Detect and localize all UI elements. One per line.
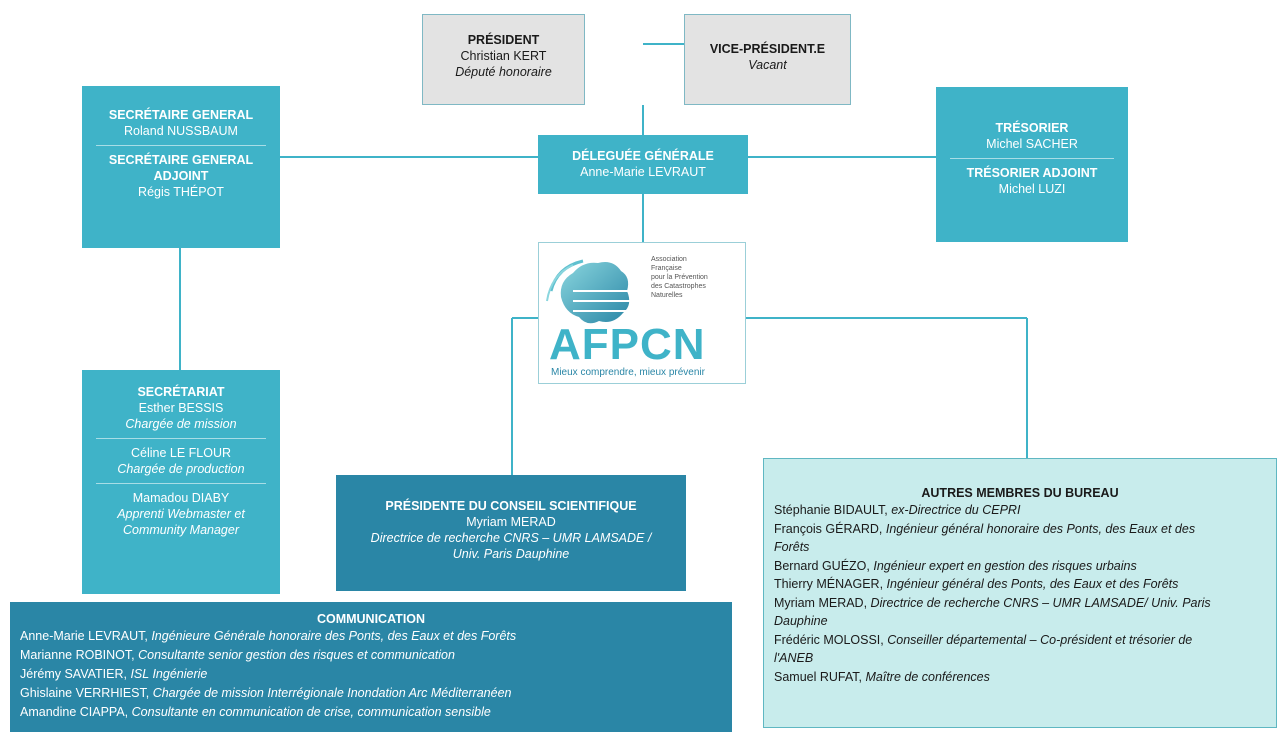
- member-role: Ingénieur général honoraire des Ponts, d…: [885, 521, 1196, 536]
- bureau-line: Stéphanie BIDAULT, ex-Directrice du CEPR…: [774, 501, 1266, 520]
- bureau-line: Samuel RUFAT, Maître de conférences: [774, 668, 1266, 687]
- secretary-name: Roland NUSSBAUM: [124, 124, 238, 138]
- secretariat-member-2-name: Céline LE FLOUR: [130, 446, 232, 460]
- treasurer-name: Michel SACHER: [986, 137, 1078, 151]
- member-role: Maître de conférences: [865, 669, 990, 684]
- member-name: Stéphanie BIDAULT,: [774, 503, 888, 517]
- logo-tagline-1: Association: [651, 256, 687, 263]
- member-role: Forêts: [774, 540, 810, 554]
- communication-member: Ghislaine VERRHIEST, Chargée de mission …: [20, 684, 732, 703]
- communication-member: Amandine CIAPPA, Consultante en communic…: [20, 703, 732, 722]
- member-name: Bernard GUÉZO,: [774, 558, 870, 573]
- secretariat-member-1-role: Chargée de mission: [125, 417, 237, 431]
- secretariat-member-3-role-1: Apprenti Webmaster et: [117, 507, 245, 521]
- scientific-role-2: Univ. Paris Dauphine: [452, 547, 570, 561]
- president-box: PRÉSIDENT Christian KERT Député honorair…: [422, 14, 585, 105]
- treasurer-title: TRÉSORIER: [995, 121, 1069, 135]
- bureau-line: l'ANEB: [774, 649, 1266, 668]
- member-role: l'ANEB: [774, 651, 814, 665]
- member-role: Directrice de recherche CNRS – UMR LAMSA…: [870, 595, 1211, 610]
- secretariat-title: SECRÉTARIAT: [137, 385, 225, 399]
- communication-title: COMMUNICATION: [316, 612, 426, 626]
- communication-member: Marianne ROBINOT, Consultante senior ges…: [20, 646, 732, 665]
- logo-motto: Mieux comprendre, mieux prévenir: [551, 367, 705, 378]
- secretariat-member-1-name: Esther BESSIS: [138, 401, 224, 415]
- secretariat-box: SECRÉTARIAT Esther BESSIS Chargée de mis…: [82, 370, 280, 594]
- bureau-line: Frédéric MOLOSSI, Conseiller département…: [774, 631, 1266, 650]
- president-title: PRÉSIDENT: [467, 33, 540, 47]
- scientific-council-box: PRÉSIDENTE DU CONSEIL SCIENTIFIQUE Myria…: [336, 475, 686, 591]
- secretariat-member-3-name: Mamadou DIABY: [132, 491, 230, 505]
- scientific-role-1: Directrice de recherche CNRS – UMR LAMSA…: [370, 531, 652, 545]
- secretariat-divider-1: [96, 438, 266, 439]
- deputy-treasurer-name: Michel LUZI: [998, 182, 1066, 196]
- logo-tagline-2: Française: [651, 265, 682, 272]
- member-role: Chargée de mission Interrégionale Inonda…: [152, 686, 512, 700]
- member-name: Jérémy SAVATIER,: [20, 667, 127, 681]
- bureau-line: François GÉRARD, Ingénieur général honor…: [774, 520, 1266, 539]
- logo-tagline-3: pour la Prévention: [651, 274, 708, 281]
- communication-box: COMMUNICATION Anne-Marie LEVRAUT, Ingéni…: [10, 602, 732, 732]
- member-name: Samuel RUFAT,: [774, 669, 862, 684]
- bureau-members-box: AUTRES MEMBRES DU BUREAU Stéphanie BIDAU…: [763, 458, 1277, 728]
- member-name: Ghislaine VERRHIEST,: [20, 686, 150, 700]
- communication-list: Anne-Marie LEVRAUT, Ingénieure Générale …: [20, 627, 732, 722]
- president-role: Député honoraire: [455, 65, 552, 79]
- president-name: Christian KERT: [460, 49, 547, 63]
- logo-tagline: Association Française pour la Prévention…: [651, 255, 708, 300]
- logo-tagline-5: Naturelles: [651, 292, 683, 299]
- communication-member: Anne-Marie LEVRAUT, Ingénieure Générale …: [20, 627, 732, 646]
- deputy-treasurer-title: TRÉSORIER ADJOINT: [966, 166, 1098, 180]
- secretary-divider: [96, 145, 266, 146]
- member-name: François GÉRARD,: [774, 521, 883, 536]
- logo-acronym: AFPCN: [549, 320, 706, 369]
- scientific-name: Myriam MERAD: [466, 515, 556, 529]
- member-role: Ingénieur général des Ponts, des Eaux et…: [886, 577, 1179, 591]
- treasurer-box: TRÉSORIER Michel SACHER TRÉSORIER ADJOIN…: [936, 87, 1128, 242]
- bureau-title: AUTRES MEMBRES DU BUREAU: [921, 486, 1119, 500]
- bureau-line: Bernard GUÉZO, Ingénieur expert en gesti…: [774, 557, 1266, 576]
- treasurer-divider: [950, 158, 1114, 159]
- member-name: Myriam MERAD,: [774, 595, 868, 610]
- bureau-line: Forêts: [774, 538, 1266, 557]
- member-name: Frédéric MOLOSSI,: [774, 632, 884, 647]
- member-role: Ingénieure Générale honoraire des Ponts,…: [151, 629, 517, 643]
- member-role: ex-Directrice du CEPRI: [891, 503, 1021, 517]
- secretariat-divider-2: [96, 483, 266, 484]
- france-map-icon: [546, 259, 643, 324]
- deputy-secretary-title-1: SECRÉTAIRE GENERAL: [108, 153, 254, 167]
- secretariat-member-2-role: Chargée de production: [117, 462, 245, 476]
- secretariat-member-3-role-2: Community Manager: [122, 523, 239, 537]
- vice-president-box: VICE-PRÉSIDENT.E Vacant: [684, 14, 851, 105]
- delegate-general-box: DÉLEGUÉE GÉNÉRALE Anne-Marie LEVRAUT: [538, 135, 748, 194]
- member-name: Marianne ROBINOT,: [20, 648, 135, 662]
- afpcn-logo: Association Française pour la Prévention…: [538, 242, 746, 384]
- scientific-title: PRÉSIDENTE DU CONSEIL SCIENTIFIQUE: [385, 499, 637, 513]
- member-name: Anne-Marie LEVRAUT,: [20, 629, 148, 643]
- deputy-secretary-name: Régis THÉPOT: [138, 185, 224, 199]
- logo-tagline-4: des Catastrophes: [651, 283, 706, 290]
- member-role: Conseiller départemental – Co-président …: [887, 632, 1193, 647]
- member-name: Thierry MÉNAGER,: [774, 577, 884, 591]
- bureau-line: Thierry MÉNAGER, Ingénieur général des P…: [774, 575, 1266, 594]
- member-role: ISL Ingénierie: [130, 667, 208, 681]
- deputy-secretary-title-2: ADJOINT: [153, 169, 209, 183]
- delegate-name: Anne-Marie LEVRAUT: [580, 165, 706, 179]
- secretary-general-box: SECRÉTAIRE GENERAL Roland NUSSBAUM SECRÉ…: [82, 86, 280, 248]
- bureau-list: Stéphanie BIDAULT, ex-Directrice du CEPR…: [774, 501, 1266, 686]
- member-role: Ingénieur expert en gestion des risques …: [873, 558, 1137, 573]
- communication-member: Jérémy SAVATIER, ISL Ingénierie: [20, 665, 732, 684]
- secretary-title: SECRÉTAIRE GENERAL: [108, 108, 254, 122]
- delegate-title: DÉLEGUÉE GÉNÉRALE: [572, 149, 714, 163]
- vice-president-title: VICE-PRÉSIDENT.E: [709, 42, 826, 56]
- member-role: Consultante senior gestion des risques e…: [138, 648, 455, 662]
- member-role: Dauphine: [774, 614, 828, 628]
- member-role: Consultante en communication de crise, c…: [131, 705, 491, 719]
- member-name: Amandine CIAPPA,: [20, 705, 129, 719]
- bureau-line: Dauphine: [774, 612, 1266, 631]
- vice-president-role: Vacant: [748, 58, 787, 72]
- bureau-line: Myriam MERAD, Directrice de recherche CN…: [774, 594, 1266, 613]
